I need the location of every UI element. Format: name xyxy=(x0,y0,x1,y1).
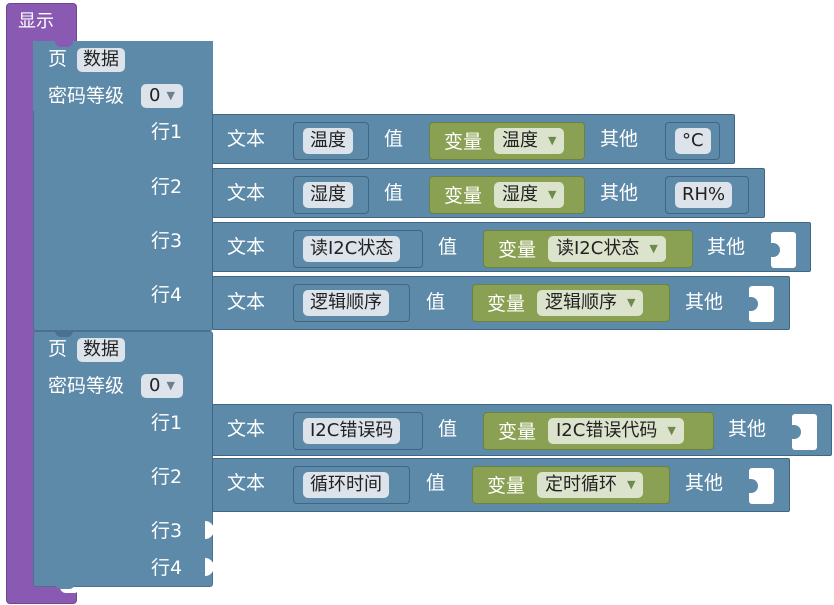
text-label: 文本 xyxy=(227,128,266,150)
other-field[interactable]: °C xyxy=(675,128,711,154)
empty-row-connector[interactable] xyxy=(205,558,214,576)
variable-value: 逻辑顺序 xyxy=(545,292,617,313)
page-name-field[interactable]: 数据 xyxy=(77,338,125,362)
text-label: 文本 xyxy=(227,182,266,204)
value-label: 值 xyxy=(426,291,446,313)
variable-dropdown[interactable]: 温度 ▼ xyxy=(494,128,565,154)
row-label-1: 行1 xyxy=(151,412,183,434)
value-label: 值 xyxy=(384,182,404,204)
text-field[interactable]: 逻辑顺序 xyxy=(303,290,389,316)
variable-value: I2C错误代码 xyxy=(556,420,658,441)
page-name-field[interactable]: 数据 xyxy=(77,48,125,72)
variable-label: 变量 xyxy=(498,421,537,443)
text-field[interactable]: 读I2C状态 xyxy=(303,236,401,262)
chevron-down-icon: ▼ xyxy=(548,134,557,147)
text-label: 文本 xyxy=(227,418,266,440)
variable-label: 变量 xyxy=(487,293,526,315)
password-level-dropdown[interactable]: 0▼ xyxy=(141,84,183,108)
chevron-down-icon: ▼ xyxy=(166,89,175,102)
value-label: 值 xyxy=(426,472,446,494)
text-field[interactable]: 温度 xyxy=(303,128,353,154)
text-label: 文本 xyxy=(227,291,266,313)
variable-dropdown[interactable]: I2C错误代码 ▼ xyxy=(548,418,684,444)
variable-value: 读I2C状态 xyxy=(556,238,640,259)
other-field[interactable]: RH% xyxy=(675,182,733,208)
row-label-2: 行2 xyxy=(151,176,183,198)
variable-dropdown[interactable]: 湿度 ▼ xyxy=(494,182,565,208)
password-level-label: 密码等级 xyxy=(48,85,125,107)
chevron-down-icon: ▼ xyxy=(667,424,676,437)
password-level-value: 0 xyxy=(149,85,161,106)
row-label-4: 行4 xyxy=(151,557,183,579)
chevron-down-icon: ▼ xyxy=(548,188,557,201)
variable-value: 定时循环 xyxy=(545,474,617,495)
page-block-2-bottom-notch xyxy=(55,581,75,589)
variable-value: 温度 xyxy=(502,130,538,151)
password-level-dropdown[interactable]: 0▼ xyxy=(141,374,183,398)
other-label: 其他 xyxy=(600,128,639,150)
row-label-1: 行1 xyxy=(151,121,183,143)
variable-dropdown[interactable]: 逻辑顺序 ▼ xyxy=(537,290,644,316)
text-field[interactable]: 湿度 xyxy=(303,182,353,208)
row-label-3: 行3 xyxy=(151,520,183,542)
variable-label: 变量 xyxy=(498,239,537,261)
page-label: 页 xyxy=(48,48,68,70)
text-field[interactable]: I2C错误码 xyxy=(303,418,401,444)
chevron-down-icon: ▼ xyxy=(627,478,636,491)
variable-value: 湿度 xyxy=(502,184,538,205)
page-block-2[interactable] xyxy=(33,331,213,587)
variable-label: 变量 xyxy=(444,131,483,153)
password-level-value: 0 xyxy=(149,375,161,396)
row-label-4: 行4 xyxy=(151,284,183,306)
chevron-down-icon: ▼ xyxy=(649,242,658,255)
socket-bulge xyxy=(792,425,801,439)
other-label: 其他 xyxy=(685,472,724,494)
variable-label: 变量 xyxy=(444,185,483,207)
page-label: 页 xyxy=(48,338,68,360)
other-label: 其他 xyxy=(728,418,767,440)
text-label: 文本 xyxy=(227,472,266,494)
variable-dropdown[interactable]: 读I2C状态 ▼ xyxy=(548,236,666,262)
socket-bulge xyxy=(771,243,780,257)
empty-row-connector[interactable] xyxy=(205,521,214,539)
display-block-title: 显示 xyxy=(18,11,54,32)
row-label-2: 行2 xyxy=(151,466,183,488)
row-label-3: 行3 xyxy=(151,230,183,252)
variable-dropdown[interactable]: 定时循环 ▼ xyxy=(537,472,644,498)
variable-label: 变量 xyxy=(487,475,526,497)
page-block-1-tab-notch xyxy=(55,41,73,47)
chevron-down-icon: ▼ xyxy=(627,296,636,309)
password-level-label: 密码等级 xyxy=(48,375,125,397)
value-label: 值 xyxy=(384,128,404,150)
text-label: 文本 xyxy=(227,236,266,258)
value-label: 值 xyxy=(438,418,458,440)
page-block-2-tab-notch xyxy=(55,331,73,337)
value-label: 值 xyxy=(438,236,458,258)
other-label: 其他 xyxy=(600,182,639,204)
other-label: 其他 xyxy=(707,236,746,258)
other-label: 其他 xyxy=(685,291,724,313)
socket-bulge xyxy=(749,297,758,311)
socket-bulge xyxy=(749,479,758,493)
chevron-down-icon: ▼ xyxy=(166,379,175,392)
text-field[interactable]: 循环时间 xyxy=(303,472,389,498)
